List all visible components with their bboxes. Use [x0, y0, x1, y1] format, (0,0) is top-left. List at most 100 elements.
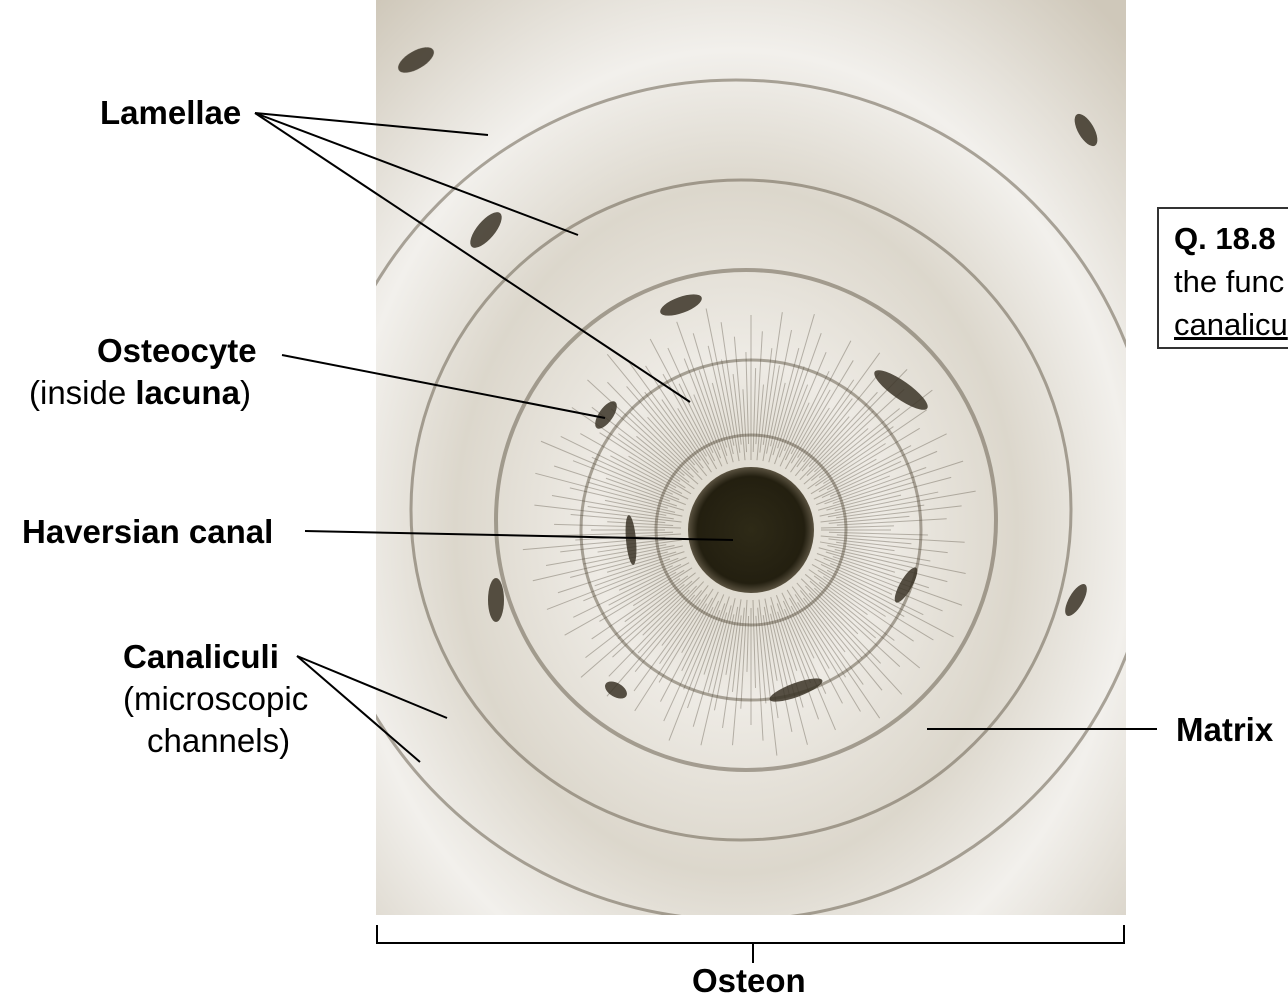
canaliculus-line — [628, 455, 692, 495]
canaliculus-line — [700, 598, 736, 746]
label-haversian-canal: Haversian canal — [22, 513, 274, 550]
canaliculus-line — [681, 597, 714, 654]
canaliculus-line — [553, 465, 677, 507]
canaliculus-line — [763, 606, 778, 681]
canaliculus-line — [545, 544, 667, 566]
canaliculus-line — [836, 504, 925, 519]
canaliculus-line — [659, 594, 708, 665]
canaliculus-line — [636, 435, 685, 476]
canaliculus-line — [569, 487, 676, 513]
canaliculus-line — [820, 525, 894, 529]
canaliculus-line — [813, 575, 868, 616]
question-box: Q. 18.8 the func canalicu — [1157, 207, 1288, 349]
canaliculus-line — [755, 615, 764, 741]
canaliculus-line — [668, 609, 721, 741]
canaliculus-line — [784, 609, 836, 731]
canaliculus-line — [618, 433, 695, 490]
canaliculus-line — [732, 607, 745, 746]
canaliculus-line — [742, 389, 748, 453]
canaliculus-line — [836, 518, 947, 526]
label-matrix: Matrix — [1176, 711, 1274, 748]
canaliculus-line — [667, 347, 723, 467]
canaliculus-line — [807, 426, 894, 490]
canaliculus-line — [725, 606, 739, 675]
label-osteocyte: Osteocyte — [97, 332, 257, 369]
canaliculus-line — [564, 571, 677, 636]
canaliculus-line — [805, 585, 881, 664]
canaliculus-line — [612, 576, 700, 658]
note-lacuna: lacuna — [135, 374, 240, 411]
canaliculus-line — [532, 545, 683, 582]
canaliculus-line — [828, 538, 948, 554]
canaliculus-line — [834, 548, 913, 569]
canaliculus-line — [554, 523, 682, 529]
canaliculus-line — [647, 416, 699, 473]
canaliculus-line — [825, 551, 896, 573]
question-number: Q. 18.8 — [1174, 221, 1276, 256]
canaliculus-line — [757, 607, 767, 704]
canaliculus-line — [784, 389, 831, 470]
canaliculus-line — [800, 578, 859, 635]
canaliculus-line — [731, 615, 742, 692]
canaliculus-line — [637, 581, 705, 654]
canaliculus-line — [626, 386, 696, 466]
canaliculus-line — [823, 576, 886, 617]
canaliculus-line — [587, 506, 674, 520]
canaliculus-line — [642, 589, 690, 636]
canaliculus-line — [768, 348, 800, 463]
canaliculus-line — [816, 553, 963, 606]
canaliculus-line — [551, 495, 667, 516]
canaliculus-line — [607, 381, 703, 481]
canaliculus-line — [775, 595, 811, 684]
canaliculus-line — [784, 352, 827, 451]
canaliculus-line — [818, 547, 948, 583]
canaliculus-line — [836, 534, 965, 543]
canaliculus-line — [826, 445, 912, 491]
canaliculus-line — [762, 365, 780, 462]
canaliculus-line — [808, 391, 878, 467]
question-text-line: canalicu — [1174, 307, 1288, 342]
canaliculus-line — [649, 338, 716, 462]
canaliculus-line — [770, 605, 808, 745]
canaliculus-line — [705, 308, 735, 446]
canaliculus-line — [820, 505, 962, 523]
canaliculus-line — [827, 490, 976, 518]
canaliculus-line — [733, 336, 746, 461]
canaliculus-line — [796, 582, 863, 659]
canaliculus-line — [580, 433, 677, 489]
canaliculus-line — [571, 407, 681, 482]
canaliculus-line — [660, 591, 719, 702]
canaliculus-line — [794, 594, 881, 719]
canaliculus-line — [769, 613, 790, 695]
canaliculus-line — [762, 312, 783, 445]
canaliculus-line — [605, 477, 671, 502]
canaliculus-line — [782, 600, 827, 694]
canaliculus-line — [606, 551, 677, 573]
canaliculus-line — [799, 590, 883, 691]
canaliculus-line — [828, 531, 928, 536]
canaliculus-line — [752, 599, 757, 688]
label-canaliculi-note-1: (microscopic — [123, 680, 309, 717]
canaliculus-line — [791, 586, 864, 685]
canaliculus-line — [681, 606, 714, 672]
canaliculus-line — [817, 569, 934, 641]
canaliculus-line — [772, 313, 815, 456]
canaliculus-line — [830, 563, 943, 612]
canaliculus-line — [644, 391, 704, 469]
canaliculus-line — [820, 563, 924, 616]
canaliculus-line — [707, 345, 734, 455]
canaliculus-line — [809, 580, 877, 639]
canaliculus-line — [814, 587, 901, 667]
canaliculus-line — [692, 612, 728, 727]
note-text: ) — [239, 374, 251, 411]
canaliculus-line — [801, 416, 850, 472]
canaliculus-line — [788, 597, 830, 669]
canaliculus-line — [661, 399, 712, 473]
canaliculus-line — [790, 605, 843, 704]
canaliculus-line — [683, 358, 721, 451]
canaliculus-line — [784, 370, 830, 461]
canaliculus-line — [797, 602, 847, 678]
canaliculus-line — [599, 569, 685, 622]
canaliculus-line — [814, 388, 905, 473]
canaliculus-line — [721, 359, 740, 462]
